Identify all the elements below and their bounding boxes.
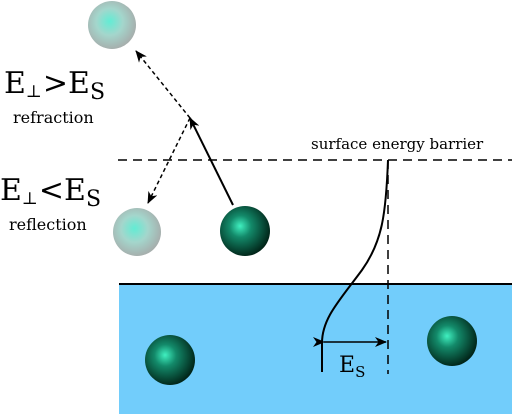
reflected-atom — [113, 208, 161, 256]
substrate-atom-right — [427, 316, 477, 366]
energy-barrier-curve — [321, 159, 389, 372]
reflection-condition: E⊥<ES — [0, 173, 101, 212]
reflection-label: reflection — [9, 215, 87, 234]
incident-path-arrow — [189, 117, 234, 206]
reflected-path-arrow — [147, 117, 191, 204]
incoming-atom — [220, 206, 270, 256]
refraction-condition: E⊥>ES — [4, 66, 105, 105]
refracted-path-arrow — [135, 50, 191, 119]
substrate-atom-left — [145, 335, 195, 385]
refraction-label: refraction — [13, 108, 94, 127]
es-label: ES — [339, 353, 365, 381]
barrier-label: surface energy barrier — [311, 135, 484, 153]
refracted-atom — [88, 1, 136, 49]
